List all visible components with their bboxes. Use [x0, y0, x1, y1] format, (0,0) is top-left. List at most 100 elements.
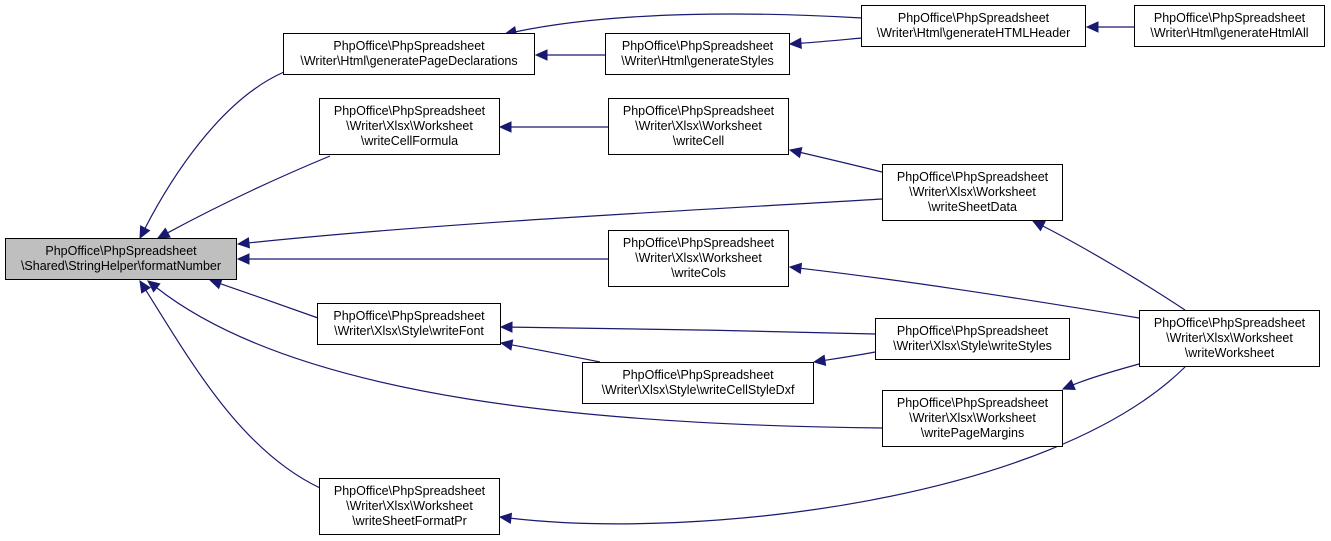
- node-line: PhpOffice\PhpSpreadsheet: [45, 244, 197, 258]
- edge-line: [1042, 225, 1186, 311]
- arrowhead-icon: [1085, 21, 1099, 33]
- edge-generateHtmlAll-to-generateHTMLHeader: [1085, 21, 1134, 33]
- node-line: PhpOffice\PhpSpreadsheet: [333, 309, 485, 323]
- node-line: \Writer\Xlsx\Worksheet: [909, 411, 1036, 425]
- node-write-sheet-data[interactable]: PhpOffice\PhpSpreadsheet \Writer\Xlsx\Wo…: [882, 164, 1063, 221]
- edge-writeSheetFormatPr-to-formatNumber: [139, 279, 321, 489]
- arrowhead-icon: [139, 279, 152, 294]
- edge-writeCell-to-writeCellFormula: [498, 121, 608, 133]
- node-line: \Writer\Xlsx\Worksheet: [346, 119, 473, 133]
- arrowhead-icon: [1061, 379, 1076, 390]
- edge-writeStyles-to-writeFont: [499, 321, 876, 335]
- node-line: \Writer\Xlsx\Style\writeFont: [334, 324, 484, 338]
- node-line: PhpOffice\PhpSpreadsheet: [621, 39, 774, 53]
- edge-line: [167, 155, 331, 234]
- arrowhead-icon: [499, 339, 514, 351]
- node-write-cell[interactable]: PhpOffice\PhpSpreadsheet \Writer\Xlsx\Wo…: [608, 98, 789, 155]
- node-write-cell-formula[interactable]: PhpOffice\PhpSpreadsheet \Writer\Xlsx\Wo…: [319, 98, 500, 155]
- edge-writeWorksheet-to-writePageMargins: [1061, 363, 1140, 390]
- node-line: PhpOffice\PhpSpreadsheet: [896, 396, 1049, 410]
- node-generate-page-declarations[interactable]: PhpOffice\PhpSpreadsheet \Writer\Html\ge…: [283, 33, 535, 75]
- arrowhead-icon: [788, 37, 802, 49]
- edge-writeCellStyleDxf-to-writeFont: [499, 339, 601, 363]
- edge-line: [144, 71, 285, 229]
- edge-line: [511, 326, 876, 335]
- edge-writeWorksheet-to-writeCols: [788, 262, 1140, 319]
- node-line: PhpOffice\PhpSpreadsheet: [622, 236, 775, 250]
- node-line: \writeCell: [672, 134, 725, 148]
- node-line: \writeCellFormula: [360, 134, 459, 148]
- node-line: \Writer\Html\generatePageDeclarations: [300, 54, 518, 68]
- edge-writeSheetData-to-writeCell: [788, 146, 883, 173]
- arrowhead-icon: [498, 512, 513, 525]
- edge-writeStyles-to-writeCellStyleDxf: [812, 351, 876, 366]
- arrowhead-icon: [788, 146, 803, 159]
- node-line: \writePageMargins: [920, 426, 1025, 440]
- edge-line: [156, 287, 883, 429]
- edge-line: [1072, 363, 1140, 386]
- node-line: PhpOffice\PhpSpreadsheet: [896, 170, 1049, 184]
- edge-writeFont-to-formatNumber: [208, 278, 319, 319]
- node-write-worksheet[interactable]: PhpOffice\PhpSpreadsheet \Writer\Xlsx\Wo…: [1139, 310, 1320, 367]
- node-line: \writeWorksheet: [1184, 346, 1275, 360]
- node-line: \Writer\Xlsx\Style\writeStyles: [893, 339, 1052, 353]
- edge-line: [800, 151, 883, 173]
- node-line: \Writer\Xlsx\Worksheet: [1166, 331, 1293, 345]
- node-line: PhpOffice\PhpSpreadsheet: [333, 484, 486, 498]
- node-line: PhpOffice\PhpSpreadsheet: [1153, 11, 1306, 25]
- node-write-sheet-format-pr[interactable]: PhpOffice\PhpSpreadsheet \Writer\Xlsx\Wo…: [319, 478, 500, 535]
- edge-line: [510, 366, 1186, 525]
- node-generate-html-header[interactable]: PhpOffice\PhpSpreadsheet \Writer\Html\ge…: [861, 5, 1086, 47]
- node-generate-styles[interactable]: PhpOffice\PhpSpreadsheet \Writer\Html\ge…: [605, 33, 790, 75]
- node-line: \Writer\Html\generateStyles: [621, 54, 774, 68]
- node-line: \Writer\Xlsx\Worksheet: [635, 251, 762, 265]
- edge-line: [145, 289, 321, 489]
- node-line: \Writer\Xlsx\Style\writeCellStyleDxf: [601, 383, 795, 397]
- arrowhead-icon: [1031, 220, 1046, 232]
- node-write-cell-style-dxf[interactable]: PhpOffice\PhpSpreadsheet \Writer\Xlsx\St…: [582, 362, 814, 404]
- edge-writeWorksheet-to-writeSheetFormatPr: [498, 366, 1186, 525]
- edge-line: [824, 351, 876, 361]
- arrowhead-icon: [498, 121, 512, 133]
- edge-generateStyles-to-generatePageDeclarations: [534, 49, 605, 61]
- arrowhead-icon: [156, 227, 171, 239]
- arrowhead-icon: [147, 280, 161, 293]
- node-write-page-margins[interactable]: PhpOffice\PhpSpreadsheet \Writer\Xlsx\Wo…: [882, 390, 1063, 447]
- edge-line: [800, 37, 863, 44]
- node-line: \Writer\Xlsx\Worksheet: [346, 499, 473, 513]
- edge-writeWorksheet-to-writeSheetData: [1031, 220, 1186, 311]
- arrowhead-icon: [139, 225, 151, 240]
- node-line: \Writer\Xlsx\Worksheet: [635, 119, 762, 133]
- arrowhead-icon: [236, 253, 250, 265]
- node-generate-html-all[interactable]: PhpOffice\PhpSpreadsheet \Writer\Html\ge…: [1134, 5, 1325, 47]
- node-write-styles[interactable]: PhpOffice\PhpSpreadsheet \Writer\Xlsx\St…: [875, 318, 1070, 360]
- node-line: PhpOffice\PhpSpreadsheet: [333, 104, 486, 118]
- node-write-cols[interactable]: PhpOffice\PhpSpreadsheet \Writer\Xlsx\Wo…: [608, 230, 789, 287]
- edge-writeCellFormula-to-formatNumber: [156, 155, 331, 239]
- node-line: PhpOffice\PhpSpreadsheet: [896, 324, 1049, 338]
- edge-writeSheetData-to-formatNumber: [236, 198, 883, 249]
- node-line: \writeSheetData: [928, 200, 1017, 214]
- node-format-number: PhpOffice\PhpSpreadsheet \Shared\StringH…: [5, 238, 237, 280]
- node-line: PhpOffice\PhpSpreadsheet: [622, 104, 775, 118]
- node-line: \writeSheetFormatPr: [352, 514, 467, 528]
- edge-writeCols-to-formatNumber: [236, 253, 608, 265]
- node-write-font[interactable]: PhpOffice\PhpSpreadsheet \Writer\Xlsx\St…: [317, 303, 501, 345]
- arrowhead-icon: [236, 237, 251, 249]
- edge-generateHTMLHeader-to-generateStyles: [788, 37, 863, 49]
- node-line: \writeCols: [671, 266, 726, 280]
- arrowhead-icon: [208, 278, 223, 290]
- node-line: \Shared\StringHelper\formatNumber: [20, 259, 222, 273]
- node-line: \Writer\Xlsx\Worksheet: [909, 185, 1036, 199]
- edge-line: [515, 13, 863, 33]
- edge-line: [248, 198, 883, 244]
- node-line: \Writer\Html\generateHTMLHeader: [876, 26, 1071, 40]
- edge-line: [511, 344, 601, 363]
- node-line: PhpOffice\PhpSpreadsheet: [333, 39, 485, 53]
- edge-writePageMargins-to-formatNumber: [147, 280, 883, 429]
- arrowhead-icon: [812, 354, 827, 366]
- arrowhead-icon: [534, 49, 548, 61]
- edge-line: [800, 267, 1140, 319]
